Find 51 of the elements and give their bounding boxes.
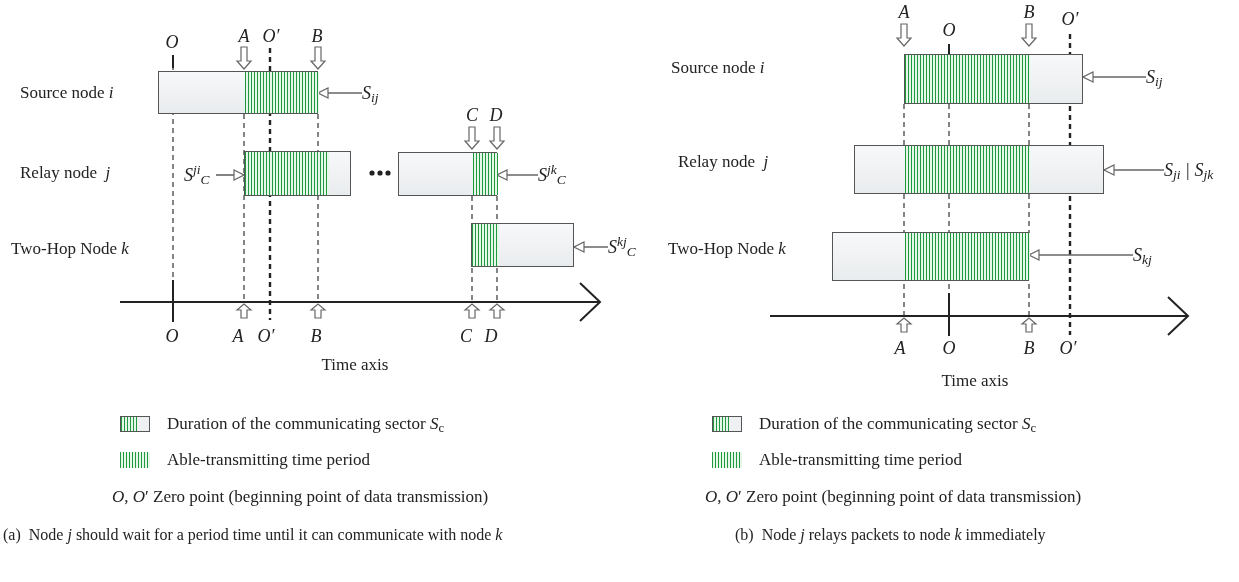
position-label: C (466, 106, 478, 124)
position-label: B (1023, 339, 1035, 357)
position-label: O′ (257, 327, 275, 345)
sector-label: S$_{kj}$ (1133, 242, 1173, 268)
legend-text: Able-transmitting time period (759, 449, 962, 472)
hollow-arrow (573, 241, 609, 253)
legend-text: O, O′ Zero point (beginning point of data transmission) (112, 486, 489, 509)
time-slot-bar (832, 232, 1029, 281)
hollow-arrow (1103, 164, 1165, 176)
position-label: B (310, 327, 322, 345)
time-slot-bar (244, 151, 351, 196)
row-label: Two-Hop Node k (11, 238, 129, 261)
time-slot-bar (904, 54, 1083, 104)
hollow-arrow (215, 169, 245, 181)
position-label: O (165, 327, 179, 345)
position-label: O′ (1059, 339, 1077, 357)
position-label: A (898, 3, 910, 21)
position-label: O (942, 339, 956, 357)
position-label: O′ (262, 27, 280, 45)
caption: (a) Node j should wait for a period time until it can communicate with node k (3, 525, 504, 546)
row-label: Source node i (671, 57, 765, 80)
row-label: Source node i (20, 82, 114, 105)
position-label: A (232, 327, 244, 345)
sector-label: S$_{ij}$ (362, 80, 402, 106)
position-label: O (165, 33, 179, 51)
time-slot-bar (398, 152, 497, 196)
sector-label: S$_{ji}$ | S$_{jk}$ (1164, 157, 1238, 183)
time-slot-bar (471, 223, 574, 267)
time-slot-bar (854, 145, 1104, 194)
position-label: O′ (1061, 10, 1079, 28)
position-label: A (894, 339, 906, 357)
position-label: D (484, 327, 498, 345)
axis-title: Time axis (941, 371, 1009, 389)
time-slot-bar (158, 71, 318, 114)
legend-text: Able-transmitting time period (167, 449, 370, 472)
caption: (b) Node j relays packets to node k immediately (735, 525, 1047, 546)
position-label: D (489, 106, 503, 124)
hollow-arrow (1082, 71, 1147, 83)
legend-text: Duration of the communicating sector S$_{c}$ (167, 413, 445, 437)
row-label: Relay node j (20, 162, 111, 185)
sector-label: S$_{ij}$ (1146, 64, 1186, 90)
row-label: Relay node j (678, 151, 769, 174)
legend-text: O, O′ Zero point (beginning point of data transmission) (705, 486, 1082, 509)
row-label: Two-Hop Node k (668, 238, 786, 261)
position-label: A (238, 27, 250, 45)
position-label: B (311, 27, 323, 45)
axis-title: Time axis (321, 355, 389, 373)
position-label: O (942, 21, 956, 39)
legend-text: Duration of the communicating sector S$_{c}$ (759, 413, 1037, 437)
position-label: C (460, 327, 472, 345)
position-label: B (1023, 3, 1035, 21)
